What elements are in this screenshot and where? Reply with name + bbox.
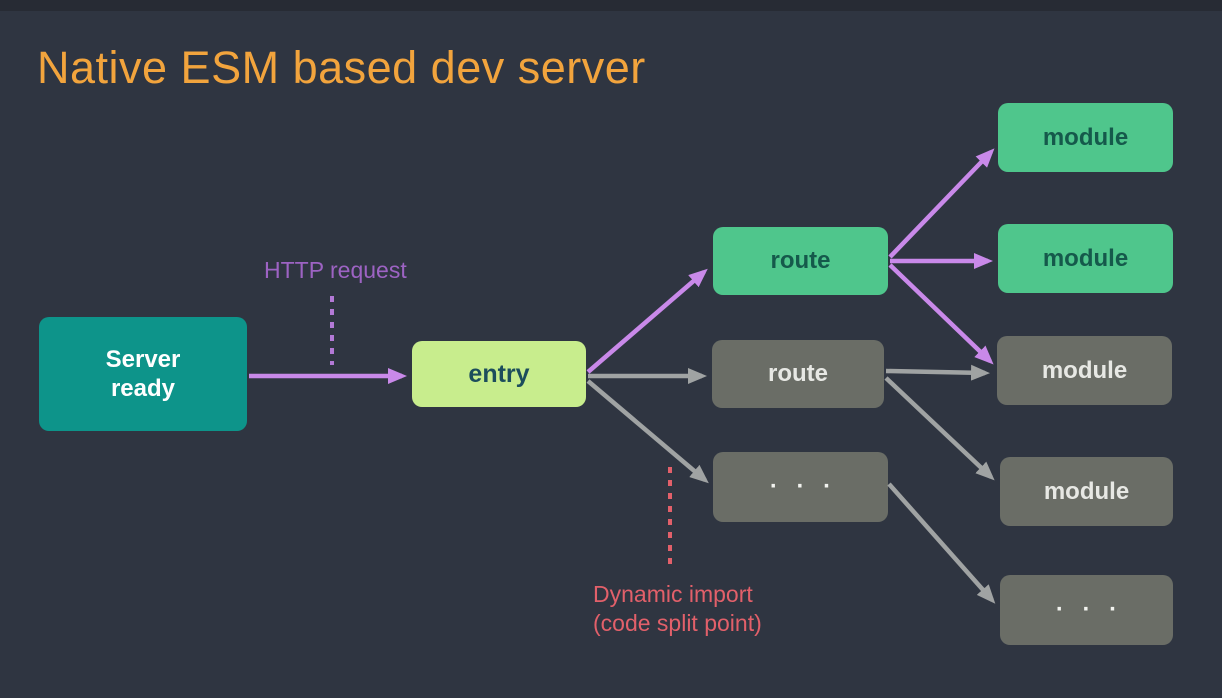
edge-entry-to-route: [586, 268, 708, 374]
page-title: Native ESM based dev server: [37, 42, 646, 93]
edge-route-to-module-3: [888, 263, 994, 365]
module-node-3: module: [997, 336, 1172, 405]
dynamic-import-label: Dynamic import (code split point): [593, 581, 762, 637]
edge-route-to-module-1: [888, 148, 995, 259]
top-edge-strip: [0, 0, 1222, 11]
module-node-1: module: [998, 103, 1173, 172]
http-request-label: HTTP request: [264, 257, 407, 283]
edge-entry-to-split: [586, 379, 709, 484]
entry-node: entry: [412, 341, 586, 407]
edge-split-to-dots: [887, 482, 996, 604]
module-placeholder-node: · · ·: [1000, 575, 1173, 645]
split-placeholder-node: · · ·: [713, 452, 888, 522]
server-ready-node: Server ready: [39, 317, 247, 431]
module-node-2: module: [998, 224, 1173, 293]
module-node-4: module: [1000, 457, 1173, 526]
edge-route2-to-module-4: [884, 376, 995, 481]
route-node-inactive: route: [712, 340, 884, 408]
edge-route2-to-module-3: [885, 364, 990, 381]
route-node-active: route: [713, 227, 888, 295]
